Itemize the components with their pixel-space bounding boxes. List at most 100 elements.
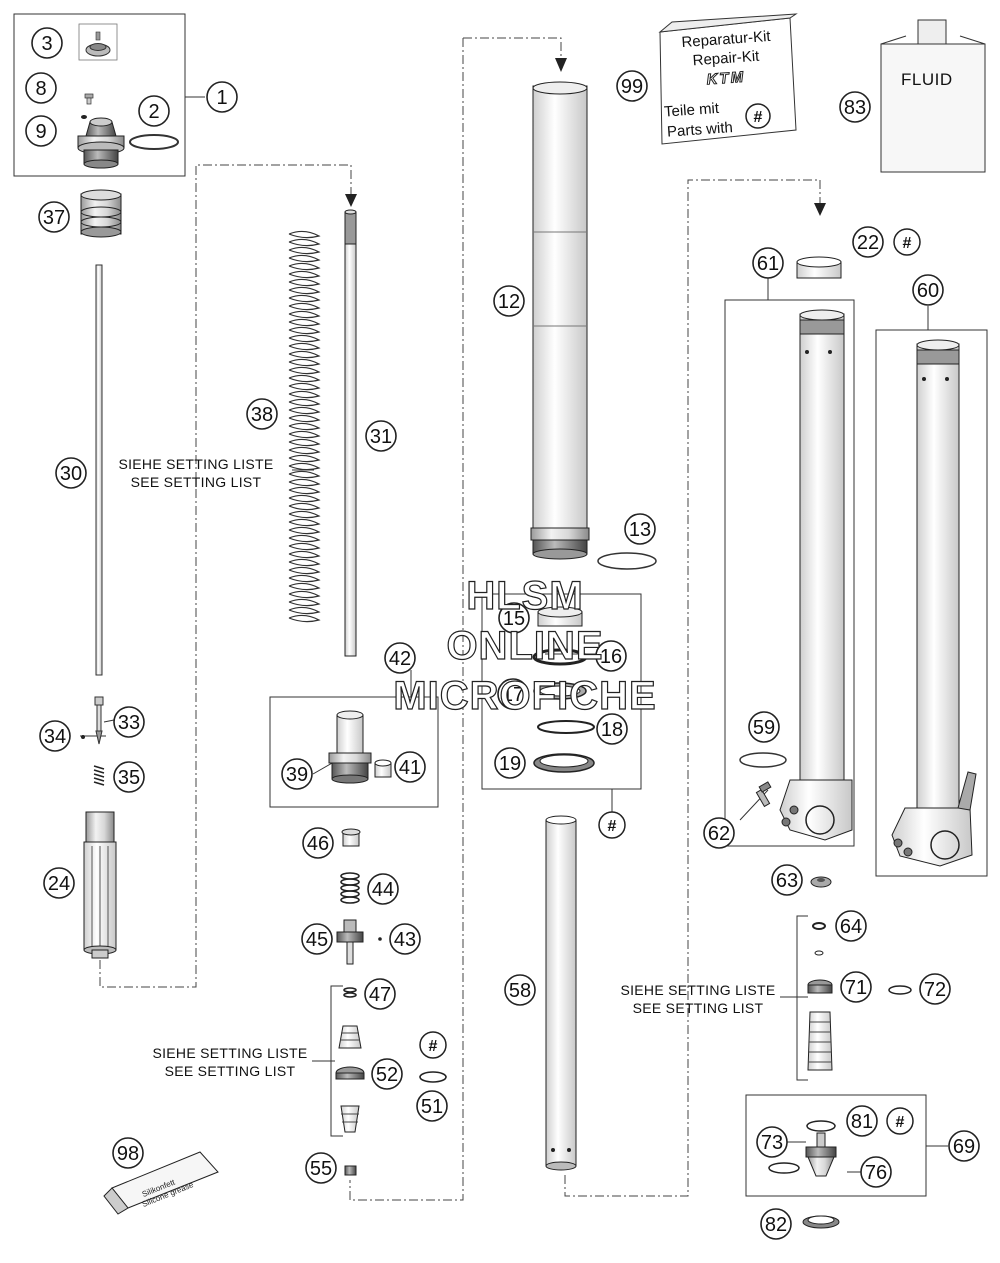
callout-59: 59 bbox=[748, 711, 780, 743]
part-seal-82 bbox=[802, 1215, 840, 1229]
fluid-label: FLUID bbox=[901, 70, 953, 89]
callout-47: 47 bbox=[364, 978, 396, 1010]
callout-number: 81 bbox=[851, 1111, 873, 1133]
setting-note-base-de: SIEHE SETTING LISTE bbox=[620, 982, 776, 998]
ktm-logo: KTM bbox=[706, 68, 747, 89]
callout-number: 41 bbox=[399, 757, 421, 779]
part-ring-16 bbox=[532, 648, 588, 666]
callout-52: 52 bbox=[371, 1058, 403, 1090]
callout-51: 51 bbox=[416, 1090, 448, 1122]
callout-number: 33 bbox=[118, 712, 140, 734]
callout-number: 31 bbox=[370, 426, 392, 448]
dash-dot-assembly-lines bbox=[99, 37, 821, 1201]
part-spring-rod bbox=[344, 209, 357, 657]
callout-35: 35 bbox=[113, 761, 145, 793]
callout-9: 9 bbox=[25, 115, 57, 147]
part-spring-seat bbox=[80, 189, 122, 238]
callout-17: 17 bbox=[497, 678, 529, 710]
part-ring-13 bbox=[597, 552, 657, 570]
fluid-bottle bbox=[880, 19, 986, 173]
part-base-valve-73 bbox=[805, 1132, 837, 1177]
callout-81: 81 bbox=[846, 1105, 878, 1137]
part-nut-63 bbox=[810, 876, 832, 888]
callout-31: 31 bbox=[365, 420, 397, 452]
group-frames bbox=[13, 13, 988, 1197]
assembly-arrows bbox=[345, 58, 826, 216]
part-cartridge bbox=[83, 811, 117, 959]
callout-number: 51 bbox=[421, 1096, 443, 1118]
callout-number: 59 bbox=[753, 717, 775, 739]
frame-outer-tube-60 bbox=[875, 329, 988, 877]
part-o-ring-81 bbox=[806, 1120, 836, 1132]
callout-8: 8 bbox=[25, 72, 57, 104]
part-bushing-41 bbox=[374, 759, 392, 778]
part-lower-tube-58 bbox=[545, 815, 577, 1171]
callout-number: 72 bbox=[924, 979, 946, 1001]
callout-34: 34 bbox=[39, 720, 71, 752]
part-cup-46 bbox=[341, 828, 361, 847]
part-piston-71 bbox=[807, 979, 833, 994]
part-top-cap bbox=[77, 117, 125, 169]
callout-58: 58 bbox=[504, 974, 536, 1006]
part-ring-72 bbox=[888, 985, 912, 995]
callout-number: 39 bbox=[286, 764, 308, 786]
callout-number: 46 bbox=[307, 833, 329, 855]
setting-note-spring-en: SEE SETTING LIST bbox=[130, 474, 262, 490]
callout-18: 18 bbox=[596, 713, 628, 745]
part-shim-stack-right bbox=[807, 1011, 833, 1071]
part-ring-51 bbox=[419, 1071, 447, 1083]
callout-number: 35 bbox=[118, 767, 140, 789]
callout-number: 24 bbox=[48, 873, 70, 895]
callout-number: 18 bbox=[601, 719, 623, 741]
callout-37: 37 bbox=[38, 201, 70, 233]
callout-number: 12 bbox=[498, 291, 520, 313]
frame-seal-kit-group bbox=[481, 593, 642, 790]
part-nut bbox=[78, 23, 118, 61]
part-shim-stack-lower bbox=[340, 1105, 360, 1133]
callout-83: 83 bbox=[839, 91, 871, 123]
part-small-ball bbox=[81, 735, 85, 739]
callout-3: 3 bbox=[31, 27, 63, 59]
frame-valve-group bbox=[269, 696, 439, 808]
callout-12: 12 bbox=[493, 285, 525, 317]
setting-note-spring: SIEHE SETTING LISTE SEE SETTING LIST bbox=[114, 455, 278, 491]
part-screw-62 bbox=[755, 781, 772, 808]
svg-text:#: # bbox=[903, 235, 912, 252]
callout-43: 43 bbox=[389, 923, 421, 955]
part-needle-valve bbox=[94, 696, 104, 745]
part-valve-45 bbox=[336, 919, 364, 965]
callout-number: 16 bbox=[600, 646, 622, 668]
callout-44: 44 bbox=[367, 873, 399, 905]
part-spring-47 bbox=[343, 987, 357, 998]
callout-55: 55 bbox=[305, 1152, 337, 1184]
hash-marker-51: # bbox=[419, 1031, 447, 1059]
part-o-ring-64 bbox=[812, 922, 826, 930]
watermark-line-3: MICROFICHE bbox=[393, 673, 657, 718]
callout-number: 55 bbox=[310, 1158, 332, 1180]
frame-top-cap-group bbox=[13, 13, 186, 177]
part-o-ring-2 bbox=[129, 134, 179, 150]
watermark-line-2: ONLINE bbox=[446, 623, 604, 668]
callout-1: 1 bbox=[206, 81, 238, 113]
callout-number: 76 bbox=[865, 1162, 887, 1184]
hash-marker-seals: # bbox=[598, 811, 626, 839]
part-damper-rod bbox=[95, 264, 103, 676]
callout-number: 34 bbox=[44, 726, 66, 748]
bracket-lines bbox=[330, 915, 808, 1137]
callout-number: 69 bbox=[953, 1136, 975, 1158]
part-small-screw bbox=[81, 93, 94, 119]
setting-note-valve: SIEHE SETTING LISTE SEE SETTING LIST bbox=[148, 1044, 312, 1080]
setting-note-valve-de: SIEHE SETTING LISTE bbox=[152, 1045, 308, 1061]
callout-98: 98 bbox=[112, 1137, 144, 1169]
callout-number: 37 bbox=[43, 207, 65, 229]
callout-82: 82 bbox=[760, 1208, 792, 1240]
callout-number: 38 bbox=[251, 404, 273, 426]
callout-30: 30 bbox=[55, 457, 87, 489]
callout-number: 99 bbox=[621, 76, 643, 98]
callout-13: 13 bbox=[624, 513, 656, 545]
callout-2: 2 bbox=[138, 95, 170, 127]
part-washer bbox=[814, 950, 824, 956]
